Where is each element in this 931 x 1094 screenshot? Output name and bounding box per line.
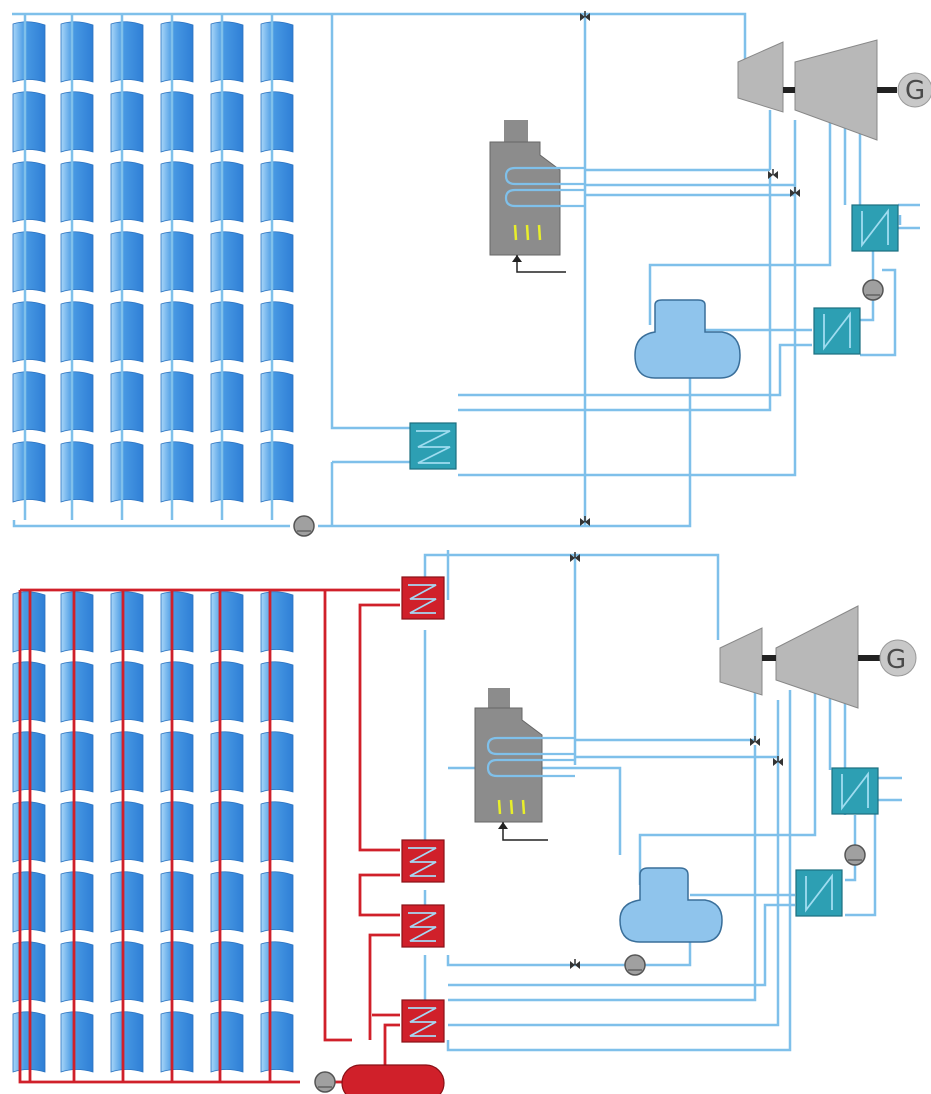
deaerator-icon <box>634 299 741 379</box>
steam-pipes-top <box>12 12 920 528</box>
heat-exchanger-icon <box>813 204 899 355</box>
pump-icon <box>862 279 884 301</box>
generator-label: G <box>886 645 906 675</box>
top-system: G <box>12 10 931 537</box>
boiler-icon <box>489 120 585 273</box>
pump-icon <box>314 844 866 1093</box>
storage-tank-icon <box>341 1064 445 1094</box>
generator-icon: G <box>897 72 931 108</box>
heat-exchanger-icon <box>409 422 457 470</box>
heat-exchanger-icon <box>401 576 445 1043</box>
bottom-system: G <box>12 550 917 1094</box>
generator-icon: G <box>879 639 917 677</box>
heat-exchanger-icon <box>795 767 879 917</box>
collector-field-top <box>12 21 294 503</box>
turbine-icon <box>737 39 897 141</box>
solar-collector-icon <box>12 591 294 1073</box>
turbine-icon <box>719 605 880 709</box>
deaerator-icon <box>619 867 723 943</box>
htf-pipes <box>18 588 400 1084</box>
boiler-icon <box>474 688 575 841</box>
pump-icon <box>293 515 315 537</box>
solar-collector-icon <box>12 21 294 503</box>
collector-field-bottom <box>12 591 294 1073</box>
steam-pipes-bottom <box>423 550 902 1052</box>
generator-label: G <box>905 76 925 106</box>
